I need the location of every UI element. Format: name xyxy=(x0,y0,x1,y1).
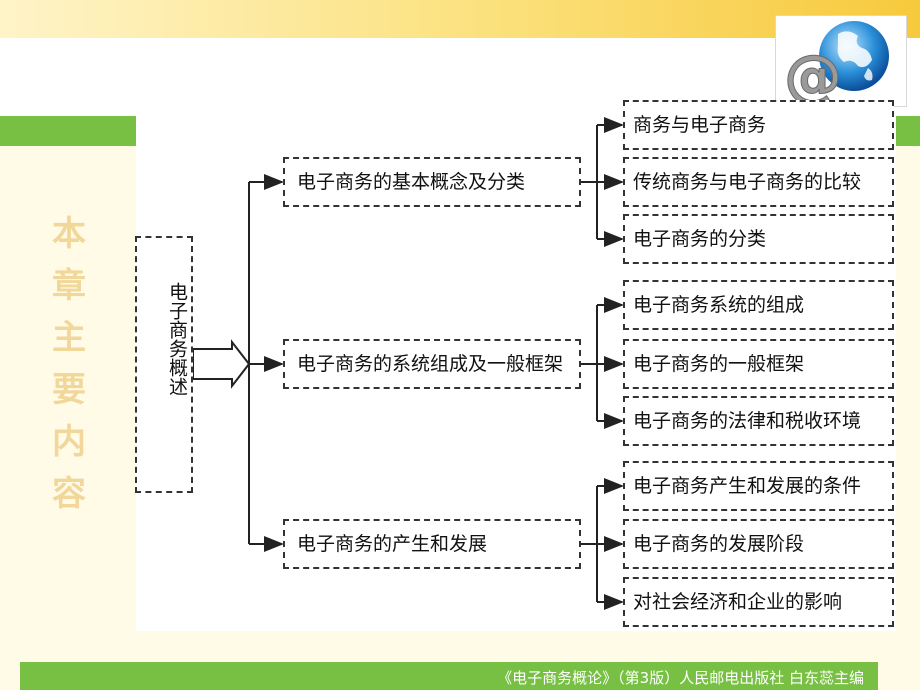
root-node-label: 电子商务概述 xyxy=(166,282,188,396)
leaf-node: 电子商务的法律和税收环境 xyxy=(623,396,894,446)
leaf-node: 电子商务系统的组成 xyxy=(623,280,894,330)
side-title-char: 内 xyxy=(52,422,86,462)
branch-node: 电子商务的系统组成及一般框架 xyxy=(283,339,581,389)
footer-bar: 《电子商务概论》（第3版）人民邮电出版社 白东蕊主编 xyxy=(20,662,878,690)
footer-text: 《电子商务概论》（第3版）人民邮电出版社 白东蕊主编 xyxy=(497,669,864,687)
top-gradient-bar xyxy=(0,0,920,38)
branch-node: 电子商务的基本概念及分类 xyxy=(283,157,581,207)
side-title-char: 主 xyxy=(52,318,86,358)
leaf-node: 商务与电子商务 xyxy=(623,100,894,150)
svg-text:@: @ xyxy=(784,42,842,106)
leaf-node: 电子商务的发展阶段 xyxy=(623,519,894,569)
side-title-char: 容 xyxy=(52,474,86,514)
root-node: 电子商务概述 xyxy=(135,236,193,493)
branch-node: 电子商务的产生和发展 xyxy=(283,519,581,569)
leaf-node: 电子商务的一般框架 xyxy=(623,339,894,389)
chapter-side-title: 本 章 主 要 内 容 xyxy=(44,208,94,520)
side-title-char: 章 xyxy=(52,266,86,306)
leaf-node: 传统商务与电子商务的比较 xyxy=(623,157,894,207)
leaf-node: 电子商务产生和发展的条件 xyxy=(623,461,894,511)
leaf-node: 电子商务的分类 xyxy=(623,214,894,264)
root-arrow xyxy=(192,339,251,389)
at-globe-icon: @ xyxy=(784,21,889,111)
side-title-char: 本 xyxy=(52,214,86,254)
logo: @ xyxy=(775,15,907,111)
side-title-char: 要 xyxy=(52,370,86,410)
leaf-node: 对社会经济和企业的影响 xyxy=(623,577,894,627)
